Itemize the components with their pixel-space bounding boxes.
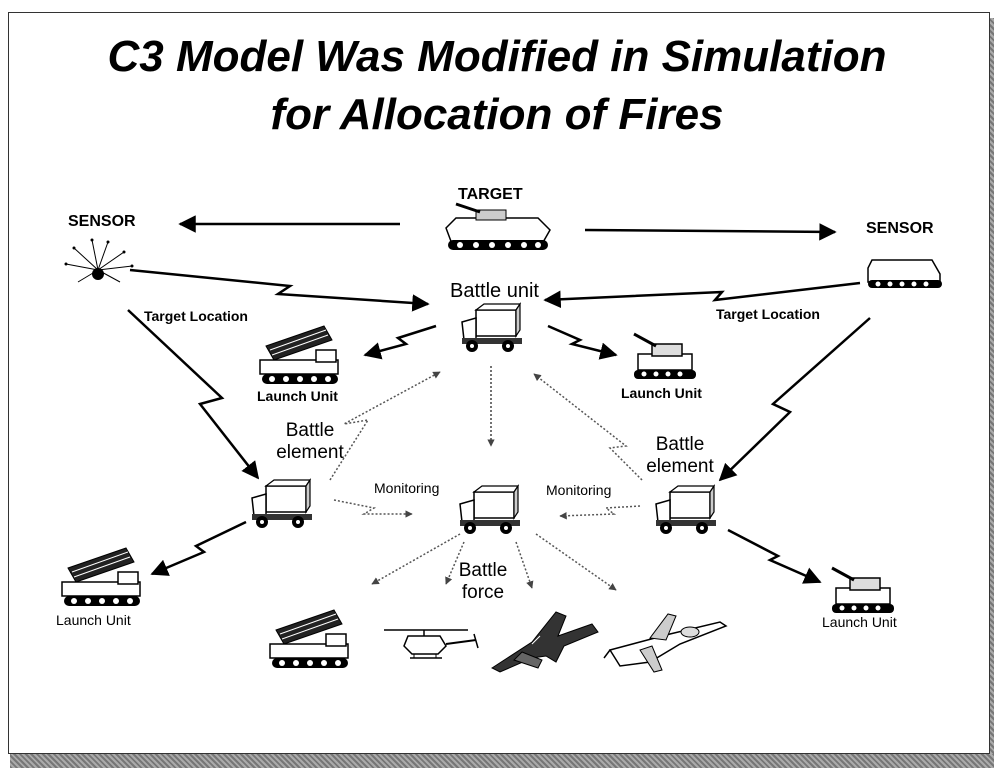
sensor-right-label: SENSOR <box>866 220 934 237</box>
frame-shadow-right <box>988 18 994 760</box>
target-location-right-label: Target Location <box>716 306 820 322</box>
monitoring-right-label: Monitoring <box>546 482 612 498</box>
launch-unit-howitzer-icon <box>632 332 698 381</box>
target-tank-icon <box>445 202 551 250</box>
battle-force-to-assets-arrows <box>371 533 617 591</box>
launch-unit-lower-right-label: Launch Unit <box>822 614 897 630</box>
launch-unit-lower-left-label: Launch Unit <box>56 612 131 628</box>
battle-force-label: Battle force <box>448 560 518 604</box>
sensor-apc-icon <box>867 259 942 288</box>
monitoring-right-link <box>559 505 641 520</box>
sensor-left-to-battle-element-left-link <box>127 309 260 480</box>
battle-element-left-line-2: element <box>276 442 344 463</box>
monitoring-left-link <box>333 499 413 518</box>
battle-element-right-line-1: Battle <box>655 434 705 455</box>
launch-unit-mlrs-icon <box>259 325 339 385</box>
sensor-right-to-battle-element-right-link <box>718 317 871 482</box>
launch-unit-mlrs-icon <box>61 547 141 607</box>
battle-element-right-to-battle-unit-link <box>533 373 643 481</box>
harrier-jet-icon <box>490 611 599 673</box>
battle-unit-to-launch-unit-left-link <box>363 324 437 360</box>
battle-element-left-to-launch-unit-link <box>150 520 247 576</box>
battle-force-line-1: Battle <box>458 560 508 581</box>
sensor-right-to-battle-unit-link <box>543 281 861 309</box>
battle-element-right-line-2: element <box>646 456 714 477</box>
launch-unit-upper-right-label: Launch Unit <box>621 385 702 401</box>
slide-title-line-2: for Allocation of Fires <box>270 90 724 139</box>
battle-force-line-2: force <box>461 582 505 603</box>
battle-element-right-label: Battle element <box>640 434 720 478</box>
frame-shadow-bottom <box>10 754 994 768</box>
battle-element-right-to-launch-unit-link <box>727 528 822 584</box>
battle-element-left-truck-icon <box>251 479 313 529</box>
battle-element-left-to-battle-unit-link <box>329 371 441 481</box>
slide-frame <box>8 12 990 754</box>
sensor-antenna-icon <box>64 238 134 283</box>
battle-element-left-line-1: Battle <box>285 420 335 441</box>
target-to-sensor-right-arrow <box>584 223 837 241</box>
target-label: TARGET <box>458 186 523 203</box>
battle-unit-truck-icon <box>461 303 523 353</box>
launch-unit-upper-left-label: Launch Unit <box>257 388 338 404</box>
target-location-left-label: Target Location <box>144 308 248 324</box>
launch-unit-howitzer-icon <box>830 566 896 615</box>
sensor-left-label: SENSOR <box>68 213 136 230</box>
battle-unit-to-launch-unit-right-link <box>547 324 618 360</box>
battle-element-left-label: Battle element <box>270 420 350 464</box>
slide-title-line-1: C3 Model Was Modified in Simulation <box>107 32 887 81</box>
battle-force-truck-icon <box>459 485 521 535</box>
monitoring-left-label: Monitoring <box>374 480 440 496</box>
battle-unit-label: Battle unit <box>450 280 539 302</box>
sensor-left-to-battle-unit-link <box>129 268 430 312</box>
a10-jet-icon <box>603 613 728 673</box>
helicopter-icon <box>384 629 479 659</box>
battle-force-mlrs-icon <box>269 609 349 669</box>
battle-element-right-truck-icon <box>655 485 717 535</box>
